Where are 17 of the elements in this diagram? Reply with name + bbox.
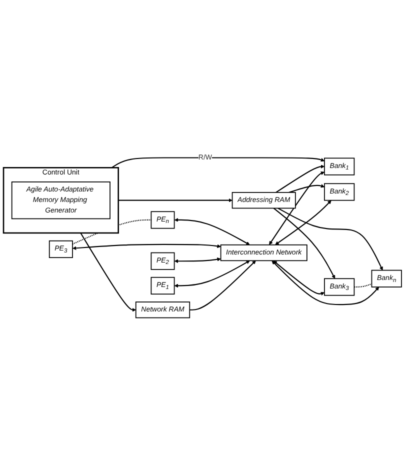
arrow xyxy=(174,258,221,264)
arrow xyxy=(273,208,336,280)
arrow xyxy=(275,200,332,246)
arrow xyxy=(273,260,325,296)
arrow xyxy=(80,233,136,312)
arrow xyxy=(190,260,256,311)
arrow xyxy=(269,172,325,246)
arrow xyxy=(288,184,325,194)
connector xyxy=(354,284,372,288)
arrow xyxy=(174,260,250,288)
arrow xyxy=(118,198,232,203)
arrow xyxy=(111,158,325,168)
arrow xyxy=(72,244,221,250)
arrow xyxy=(174,218,250,246)
arrow xyxy=(276,164,325,194)
arrow xyxy=(272,260,380,306)
arrow xyxy=(278,208,383,271)
